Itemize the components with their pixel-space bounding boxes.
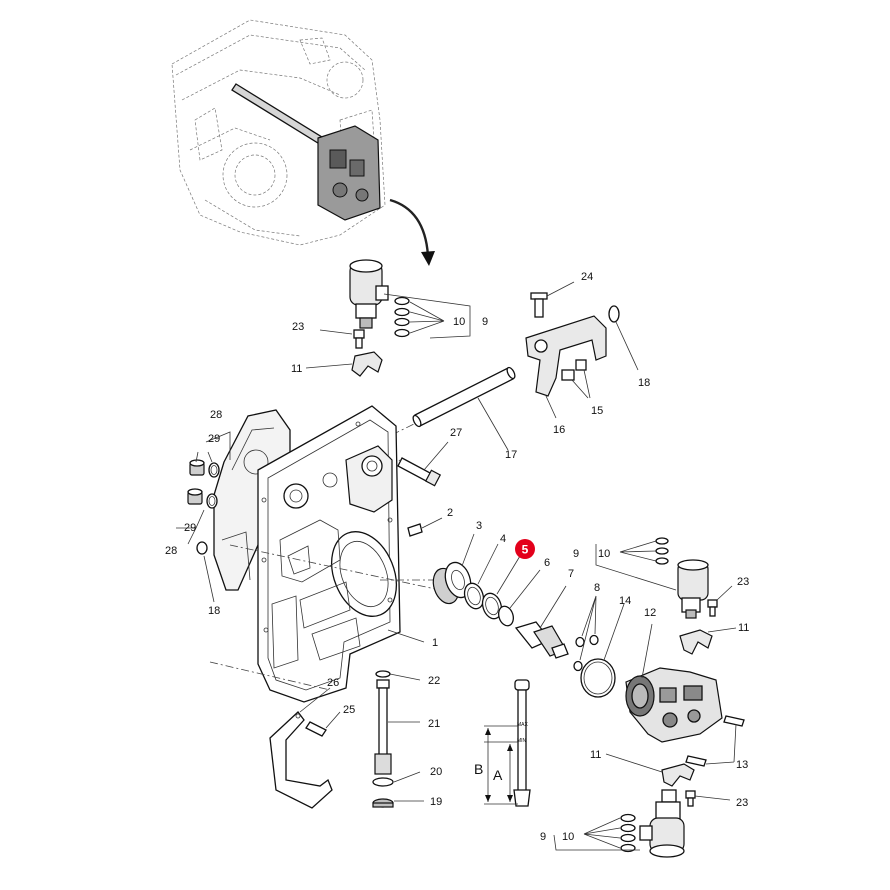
callout-9: 9 [482, 316, 488, 328]
bolts-13 [685, 715, 745, 767]
callout-17: 17 [505, 449, 517, 461]
dimension-a-label: A [493, 767, 503, 783]
ring-4 [463, 543, 499, 610]
ring-6 [498, 569, 541, 627]
callout-26: 26 [327, 677, 339, 689]
o-ring-18-left [196, 541, 215, 603]
bracket-26 [269, 687, 333, 809]
callout-25: 25 [343, 704, 355, 716]
callout-9: 9 [573, 548, 579, 560]
ring-5 [481, 555, 521, 620]
screw-23-right [707, 585, 733, 617]
tube-21 [374, 679, 420, 775]
callout-15: 15 [591, 405, 603, 417]
callout-4: 4 [500, 533, 506, 545]
callout-28: 28 [210, 409, 222, 421]
callout-10: 10 [453, 316, 465, 328]
valve-block-12 [625, 623, 723, 743]
callout-23: 23 [292, 321, 304, 333]
dipstick-min-label: MIN [517, 738, 527, 744]
solenoid-valve-upper [349, 259, 471, 339]
callout-1: 1 [432, 637, 438, 649]
screw-2 [407, 517, 443, 537]
highlight-marker-label: 5 [522, 543, 529, 557]
callout-20: 20 [430, 766, 442, 778]
callout-11: 11 [291, 363, 302, 375]
shift-fork-11-right [679, 627, 737, 655]
callout-11: 11 [738, 622, 749, 634]
solenoid-valve-lower [553, 789, 685, 858]
callout-18: 18 [638, 377, 650, 389]
callout-9: 9 [540, 831, 546, 843]
plug-28-lower [187, 488, 218, 509]
callout-6: 6 [544, 557, 550, 569]
shift-fork-11-upper [305, 351, 383, 377]
callout-2: 2 [447, 507, 453, 519]
callout-27: 27 [450, 427, 462, 439]
callout-10: 10 [598, 548, 610, 560]
bearing-3 [432, 533, 475, 605]
o-ring-18-upper [608, 305, 639, 371]
screw-23-upper [319, 329, 365, 349]
highlight-marker: 5 [515, 539, 535, 559]
callout-19: 19 [430, 796, 442, 808]
callout-22: 22 [428, 675, 440, 687]
o-ring-20 [372, 771, 421, 787]
callout-12: 12 [644, 607, 656, 619]
callout-10: 10 [562, 831, 574, 843]
o-ring-22 [375, 670, 421, 681]
callout-23: 23 [736, 797, 748, 809]
callout-18: 18 [208, 605, 220, 617]
dimension-b-label: B [474, 761, 483, 777]
callout-21: 21 [428, 718, 440, 730]
shaft-7 [514, 585, 569, 659]
callout-24: 24 [581, 271, 593, 283]
cap-19 [372, 798, 424, 808]
screw-23-lower [685, 790, 731, 807]
bolt-27 [387, 441, 449, 487]
callout-29: 29 [184, 522, 196, 534]
callout-8: 8 [594, 582, 600, 594]
callout-7: 7 [568, 568, 574, 580]
plug-28-upper [189, 459, 220, 478]
callout-labels: 24 18 23 10 9 11 15 16 17 27 28 29 29 28… [165, 271, 749, 843]
o-rings-8 [573, 595, 599, 672]
callout-23: 23 [737, 576, 749, 588]
transmission-overview [171, 19, 435, 266]
o-ring-14 [580, 603, 625, 698]
shift-fork-11-lower [605, 753, 695, 787]
housing-1 [209, 405, 470, 703]
callout-29: 29 [208, 433, 220, 445]
callout-3: 3 [476, 520, 482, 532]
bolt-24 [530, 281, 575, 318]
dipstick-max-label: MAX [517, 722, 529, 728]
dipstick: MAX MIN B A [474, 679, 531, 807]
callout-13: 13 [736, 759, 748, 771]
bolt-25 [305, 711, 341, 737]
shift-fork-16 [525, 315, 607, 419]
callout-16: 16 [553, 424, 565, 436]
callout-14: 14 [619, 595, 631, 607]
callout-28: 28 [165, 545, 177, 557]
solenoid-valve-right [595, 537, 709, 619]
callout-11: 11 [590, 749, 601, 761]
